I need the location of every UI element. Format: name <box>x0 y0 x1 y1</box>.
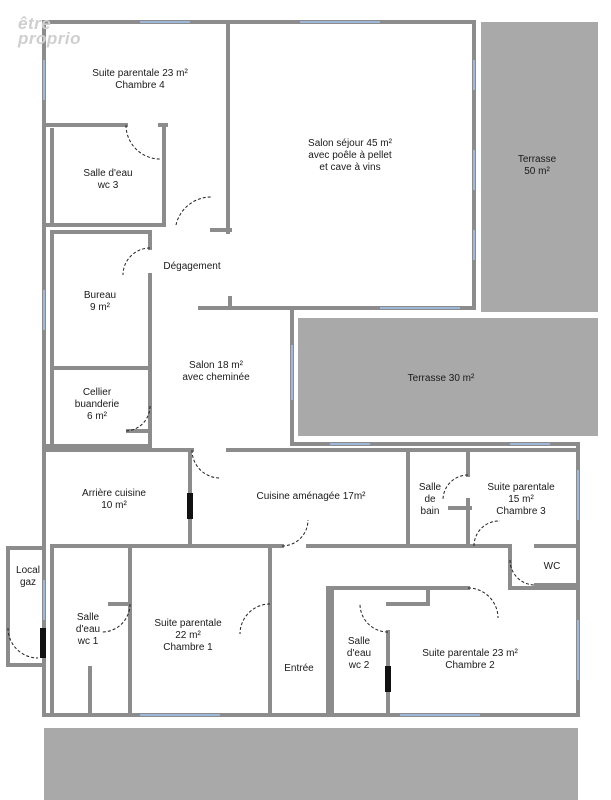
wall-posts <box>40 493 391 692</box>
door-swings <box>7 124 536 659</box>
walls <box>6 20 580 717</box>
bottom-terrace-area <box>44 728 578 800</box>
room-cuisine: Cuisine aménagée 17m² <box>256 491 366 502</box>
terrace-30-area <box>298 318 598 436</box>
room-degagement: Dégagement <box>163 261 221 272</box>
room-entree: Entrée <box>284 663 314 674</box>
windows <box>43 21 579 716</box>
terrace-50-area <box>481 22 598 312</box>
room-terrasse-30: Terrasse 30 m² <box>407 373 475 384</box>
room-wc: WC <box>543 561 561 572</box>
